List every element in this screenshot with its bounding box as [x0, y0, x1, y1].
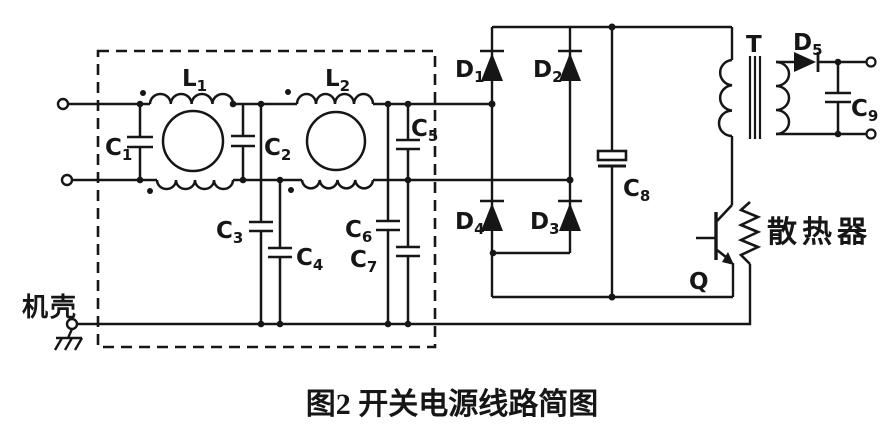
label-d2: D2 — [533, 57, 563, 86]
choke-l1-symbol — [140, 90, 235, 194]
label-c7: C7 — [350, 247, 377, 276]
label-c5: C5 — [411, 116, 438, 145]
capacitor-c4-symbol — [268, 180, 292, 324]
label-d5: D5 — [793, 30, 823, 59]
label-c3: C3 — [216, 218, 243, 247]
emi-filter-dashed-box — [96, 49, 437, 349]
capacitor-c3-symbol — [249, 104, 273, 324]
heatsink-symbol — [737, 201, 762, 265]
choke-l2-symbol — [285, 89, 375, 193]
transistor-q-symbol — [696, 204, 734, 265]
figure-caption: 图2 开关电源线路简图 — [306, 387, 599, 421]
primary-winding — [717, 58, 733, 138]
phase-dot — [285, 89, 291, 95]
diode-d5-symbol — [794, 52, 820, 72]
label-c4: C4 — [296, 245, 323, 274]
label-d1: D1 — [455, 57, 485, 86]
component-labels: L1 L2 C1 C2 C3 C4 C5 C6 C7 C8 C9 D1 D2 D… — [22, 30, 878, 322]
capacitor-c9-symbol — [825, 62, 851, 134]
label-d4: D4 — [455, 209, 485, 238]
capacitor-c8-symbol — [596, 27, 628, 297]
chassis-ground-rail — [77, 264, 752, 326]
emitter-arrow — [722, 252, 734, 265]
label-c1: C1 — [105, 135, 132, 164]
chassis-ground-symbol — [53, 328, 84, 351]
ac-input-terminal-top — [56, 97, 70, 111]
transformer-core — [748, 56, 762, 139]
label-c8: C8 — [623, 176, 650, 205]
capacitor-c6-symbol — [376, 104, 400, 324]
diode-d3 — [559, 203, 581, 231]
capacitor-c1-symbol — [127, 104, 153, 180]
secondary-winding — [775, 60, 791, 136]
phase-dot — [147, 188, 153, 194]
label-q: Q — [689, 269, 709, 295]
transformer-symbol — [717, 56, 791, 139]
label-c9: C9 — [851, 96, 878, 125]
input-terminals — [56, 97, 79, 331]
label-t: T — [746, 32, 762, 58]
phase-dot — [288, 187, 294, 193]
diode-d4 — [481, 203, 503, 231]
label-d3: D3 — [530, 209, 560, 238]
ac-input-terminal-bottom — [60, 173, 74, 187]
phase-dot — [140, 90, 146, 96]
label-l1: L1 — [182, 66, 207, 95]
capacitor-c7-symbol — [396, 180, 420, 324]
capacitor-c2-symbol — [231, 104, 255, 180]
label-chassis: 机壳 — [22, 292, 78, 322]
junction-dots — [136, 23, 842, 328]
label-l2: L2 — [325, 66, 350, 95]
collector-lead — [716, 204, 733, 222]
capacitor-c5-symbol — [396, 104, 420, 180]
diode-d1 — [481, 53, 503, 81]
diode-d2 — [559, 53, 581, 81]
dc-output-terminal-bottom — [865, 128, 877, 140]
label-heatsink: 散热器 — [767, 216, 872, 249]
output-terminals — [865, 56, 877, 140]
bridge-rectifier — [480, 49, 582, 231]
label-c6: C6 — [345, 217, 372, 246]
dc-output-terminal-top — [865, 56, 877, 68]
label-c2: C2 — [264, 135, 291, 164]
